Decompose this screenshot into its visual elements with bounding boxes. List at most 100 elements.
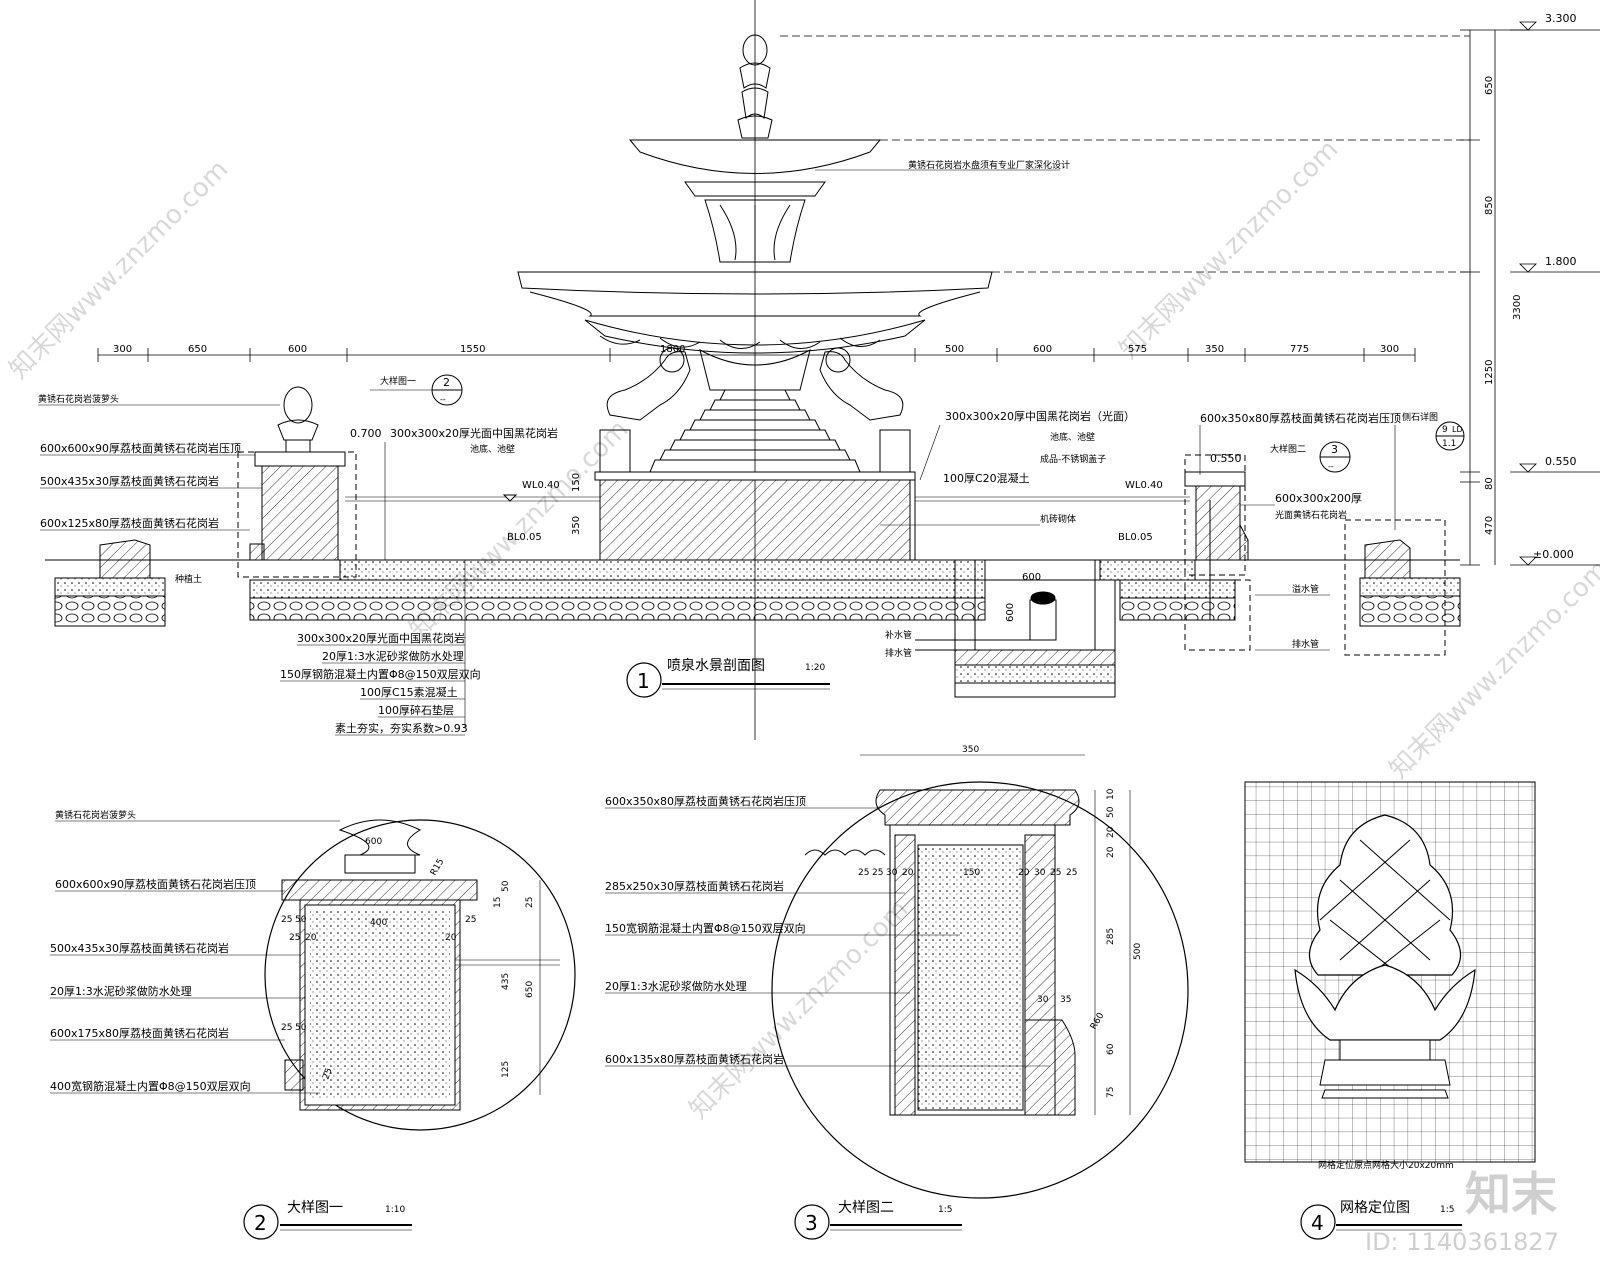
d3-dim-50: 50 bbox=[1106, 806, 1116, 818]
scroll-right bbox=[819, 351, 904, 421]
pit-depth: 600 bbox=[1005, 603, 1016, 622]
plan-dim-4: 1550 bbox=[460, 344, 485, 355]
d2-dim-50: 50 bbox=[501, 880, 511, 892]
title-2-name: 大样图一 bbox=[287, 1200, 343, 1216]
d3-dim-500: 500 bbox=[1133, 943, 1143, 960]
title-1-name: 喷泉水景剖面图 bbox=[667, 657, 765, 674]
fountain-note: 黄锈石花岗岩水盘须有专业厂家深化设计 bbox=[908, 159, 1070, 171]
pipe-label: 成品-不锈钢盖子 bbox=[1040, 453, 1106, 465]
backfill-label: 种植土 bbox=[175, 573, 202, 585]
detail-2-callouts: 黄锈石花岗岩菠萝头 600x600x90厚荔枝面黄锈石花岗岩压顶 500x435… bbox=[50, 809, 340, 1094]
d2-dim-435: 435 bbox=[501, 973, 511, 990]
title-4-num: 4 bbox=[1311, 1211, 1324, 1235]
rise-dim-5: 470 bbox=[1484, 516, 1495, 535]
elevation-ruler bbox=[760, 21, 1600, 566]
brick-label: 机砖砌体 bbox=[1040, 513, 1076, 525]
overflow-label: 溢水管 bbox=[1292, 583, 1319, 595]
layer-3: 150厚钢筋混凝土内置Φ8@150双层双向 bbox=[280, 667, 481, 681]
d3-dim-30a: 30 bbox=[886, 868, 898, 878]
detail-2 bbox=[264, 819, 576, 1131]
plan-dim-5: 1800 bbox=[660, 344, 685, 355]
rise-dim-1: 650 bbox=[1484, 76, 1495, 95]
detail-4-grid: 网格定位原点网格大小20x20mm bbox=[1244, 781, 1536, 1171]
layer-2: 20厚1:3水泥砂浆做防水处理 bbox=[322, 649, 464, 663]
layer-stack: 300x300x20厚光面中国黑花岗岩 20厚1:3水泥砂浆做防水处理 150厚… bbox=[280, 560, 481, 736]
left-callout-1: 黄锈石花岗岩菠萝头 bbox=[38, 393, 119, 405]
left-callout-2: 600x600x90厚荔枝面黄锈石花岗岩压顶 bbox=[40, 441, 241, 455]
d2-dim-25d: 25 bbox=[465, 915, 476, 925]
title-2-num: 2 bbox=[254, 1211, 267, 1235]
d3-dim-150: 150 bbox=[963, 868, 980, 878]
water-surface bbox=[345, 496, 1190, 502]
rise-dim-2: 850 bbox=[1484, 196, 1495, 215]
plan-dim-1: 300 bbox=[113, 344, 132, 355]
right-callouts: 600x350x80厚荔枝面黄锈石花岗岩压顶 600x300x200厚 光面黄锈… bbox=[1199, 411, 1401, 521]
section-body bbox=[45, 386, 1461, 698]
ref1-sub: -- bbox=[440, 395, 446, 404]
title-4-scale: 1:5 bbox=[1440, 1205, 1454, 1215]
detail-3-dims: 350 10 50 20 20 285 500 25 25 30 20 150 … bbox=[858, 745, 1143, 1098]
ref2-label: 大样图二 bbox=[1270, 443, 1306, 455]
elev-top: 3.300 bbox=[1545, 12, 1577, 25]
d3-dim-30b: 30 bbox=[1034, 868, 1046, 878]
d3-dim-25b: 25 bbox=[872, 868, 883, 878]
d3-callout-3: 150宽钢筋混凝土内置Φ8@150双层双向 bbox=[605, 921, 806, 935]
plan-dim-6: 500 bbox=[945, 344, 964, 355]
d3-dim-25a: 25 bbox=[858, 868, 869, 878]
d3-dim-10: 10 bbox=[1106, 788, 1116, 800]
d3-callout-2: 285x250x30厚荔枝面黄锈石花岗岩 bbox=[605, 879, 784, 893]
plan-dim-8: 575 bbox=[1128, 344, 1147, 355]
plan-dim-7: 600 bbox=[1033, 344, 1052, 355]
wl-left-marker bbox=[502, 494, 518, 502]
detail-3-callouts: 600x350x80厚荔枝面黄锈石花岗岩压顶 285x250x30厚荔枝面黄锈石… bbox=[605, 794, 1050, 1067]
plan-dim-3: 600 bbox=[288, 344, 307, 355]
watermark-3: 知末网www.znzmo.com bbox=[1114, 134, 1345, 365]
d3-dim-20a: 20 bbox=[1106, 826, 1116, 838]
total-height: 3300 bbox=[1512, 295, 1523, 320]
plan-dim-2: 650 bbox=[188, 344, 207, 355]
d2-dim-25a: 25 bbox=[525, 897, 535, 908]
brand-logo: 知末 bbox=[1465, 1167, 1557, 1221]
drain-label: 排水管 bbox=[1292, 638, 1319, 650]
grid-note: 网格定位原点网格大小20x20mm bbox=[1318, 1159, 1454, 1171]
d2-dim-20b: 20 bbox=[445, 933, 457, 943]
d2-dim-400: 400 bbox=[370, 918, 387, 928]
left-callout-4: 600x125x80厚荔枝面黄锈石花岗岩 bbox=[40, 516, 219, 530]
d3-dim-35: 35 bbox=[1060, 995, 1071, 1005]
lower-bowl-rim bbox=[517, 271, 993, 295]
d3-dim-285: 285 bbox=[1106, 928, 1116, 945]
side-detail-sub: 1.1 bbox=[1442, 439, 1456, 449]
ref2-num: 3 bbox=[1331, 443, 1338, 456]
d3-dim-75: 75 bbox=[1106, 1087, 1116, 1098]
scroll-left bbox=[606, 351, 691, 421]
pit-width: 600 bbox=[1022, 572, 1041, 583]
plan-dim-ticks bbox=[97, 348, 1416, 362]
layer-4: 100厚C15素混凝土 bbox=[360, 685, 458, 699]
d2-dim-650: 650 bbox=[525, 981, 535, 998]
d2-dim-25b: 25 bbox=[281, 915, 292, 925]
d3-dim-20c: 20 bbox=[902, 868, 914, 878]
ref1-label: 大样图一 bbox=[380, 375, 416, 387]
stepped-pedestal bbox=[649, 389, 861, 473]
d3-dim-350: 350 bbox=[962, 745, 979, 755]
d2-dim-25f: 25 bbox=[321, 1067, 334, 1081]
upper-bowl bbox=[628, 139, 882, 174]
left-callout-3: 500x435x30厚荔枝面黄锈石花岗岩 bbox=[40, 474, 219, 488]
side-detail-sheet: LD bbox=[1452, 425, 1463, 434]
d3-callout-1: 600x350x80厚荔枝面黄锈石花岗岩压顶 bbox=[605, 794, 806, 808]
d2-callout-2: 600x600x90厚荔枝面黄锈石花岗岩压顶 bbox=[55, 877, 256, 891]
title-1-scale: 1:20 bbox=[805, 663, 825, 673]
title-2-scale: 1:10 bbox=[385, 1205, 405, 1215]
title-2: 2 大样图一 1:10 bbox=[243, 1200, 412, 1240]
wl-left: WL0.40 bbox=[522, 480, 560, 491]
title-3-num: 3 bbox=[805, 1211, 818, 1235]
layer-6: 素土夯实，夯实系数>0.93 bbox=[335, 721, 468, 735]
right-callout-3: 光面黄锈石花岗岩 bbox=[1275, 509, 1347, 521]
d2-dim-r15: R15 bbox=[429, 857, 447, 877]
d3-dim-20d: 20 bbox=[1018, 868, 1030, 878]
out-pipe-label: 排水管 bbox=[885, 647, 912, 659]
detail-2-circle bbox=[264, 819, 576, 1131]
d2-callout-6: 400宽钢筋混凝土内置Φ8@150双层双向 bbox=[50, 1079, 251, 1093]
d2-dim-15: 15 bbox=[493, 897, 503, 908]
